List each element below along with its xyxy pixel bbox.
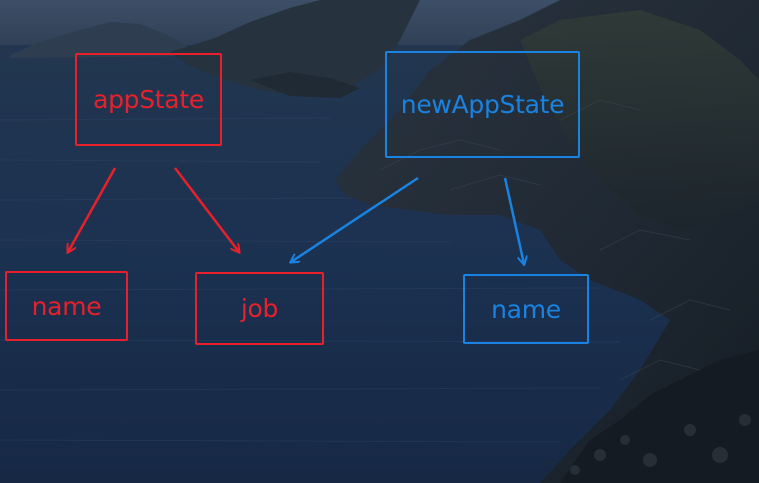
- node-appstate-label: appState: [93, 85, 204, 114]
- node-appstate: appState: [75, 53, 222, 146]
- node-newappstate-name: name: [463, 274, 589, 344]
- node-appstate-name-label: name: [31, 291, 102, 321]
- node-job: job: [195, 272, 324, 345]
- node-appstate-name: name: [5, 271, 128, 341]
- node-job-label: job: [240, 294, 279, 323]
- node-newappstate-label: newAppState: [400, 90, 565, 119]
- node-newappstate-name-label: name: [491, 294, 561, 324]
- node-newappstate: newAppState: [385, 51, 580, 158]
